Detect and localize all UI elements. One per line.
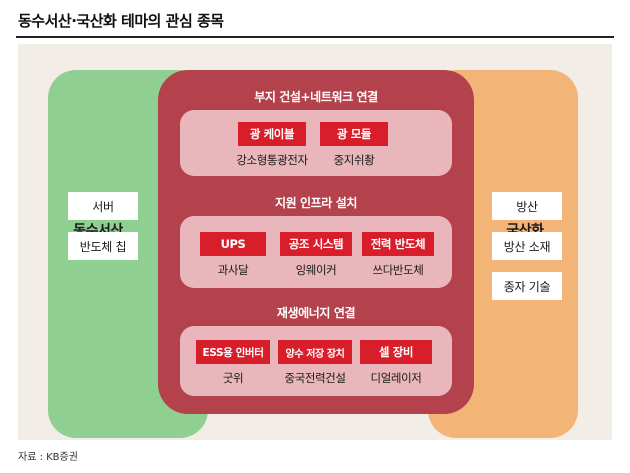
left-item-chip: 반도체 칩 <box>68 232 138 260</box>
tag-ess-inverter: ESS용 인버터 <box>196 340 270 364</box>
company-name: 중지쉬촹 <box>333 153 375 167</box>
source-note: 자료 : KB증권 <box>18 452 78 463</box>
left-item-server: 서버 <box>68 192 138 220</box>
section-title-infra: 지원 인프라 설치 <box>274 196 358 210</box>
company-name: 강소형통광전자 <box>236 153 308 167</box>
tag-ups: UPS <box>200 232 266 256</box>
tag-power-semi: 전력 반도체 <box>362 232 434 256</box>
tag-optical-cable: 광 케이블 <box>238 122 306 146</box>
section-title-renewable: 재생에너지 연결 <box>276 306 356 320</box>
tag-pumped-storage: 양수 저장 장치 <box>278 340 352 364</box>
tag-cell-equipment: 셀 장비 <box>360 340 432 364</box>
company-name: 쓰다반도체 <box>372 263 424 277</box>
title-divider <box>16 36 614 38</box>
company-name: 중국전력건설 <box>284 371 346 385</box>
tag-optical-module: 광 모듈 <box>320 122 388 146</box>
section-title-network: 부지 건설+네트워크 연결 <box>254 90 378 104</box>
company-name: 굿위 <box>222 371 244 385</box>
right-item-seed-tech: 종자 기술 <box>492 272 562 300</box>
company-name: 디얼레이저 <box>370 371 422 385</box>
tag-hvac: 공조 시스템 <box>280 232 352 256</box>
company-name: 잉웨이커 <box>295 263 337 277</box>
section-box-network <box>180 110 452 176</box>
right-item-defense-material: 방산 소재 <box>492 232 562 260</box>
company-name: 과사달 <box>217 263 249 277</box>
page-title: 동수서산·국산화 테마의 관심 종목 <box>18 12 224 30</box>
center-group: 부지 건설+네트워크 연결 광 케이블 광 모듈 강소형통광전자 중지쉬촹 지원… <box>158 70 474 414</box>
right-item-defense: 방산 <box>492 192 562 220</box>
